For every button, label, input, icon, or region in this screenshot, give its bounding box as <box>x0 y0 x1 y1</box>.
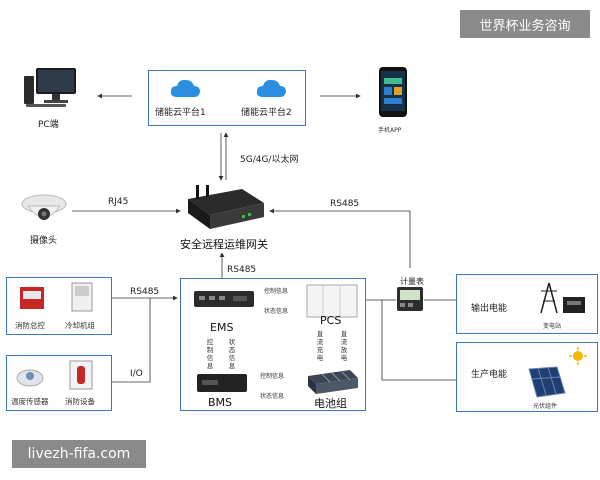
battery-label: 电池组 <box>314 395 347 411</box>
rs485-top-label: RS485 <box>330 199 359 209</box>
bms-device-icon <box>196 372 248 394</box>
cooling-unit-label: 冷却机组 <box>65 320 95 331</box>
cloud-icon-2 <box>255 77 287 99</box>
bms-battery-control-label: 控制信息 <box>260 371 284 380</box>
pc-icon <box>22 66 78 108</box>
substation-icon <box>537 281 587 315</box>
pc-label: PC端 <box>38 117 59 130</box>
fire-control-box: 消防总控 冷却机组 <box>6 277 112 335</box>
solar-panel-icon <box>527 365 567 399</box>
ems-bms-control-label: 控制信息 <box>206 338 214 370</box>
produce-energy-label: 生产电能 <box>471 367 507 380</box>
phone-icon <box>378 66 408 118</box>
io-label: I/O <box>130 369 143 379</box>
phone-label: 手机APP <box>378 125 401 134</box>
rs485-left-label: RS485 <box>130 287 159 297</box>
fire-equipment-label: 消防设备 <box>65 396 95 407</box>
gateway-label: 安全远程运维网关 <box>180 236 268 252</box>
bms-battery-status-label: 状态信息 <box>260 391 284 400</box>
substation-label: 变电站 <box>543 321 561 330</box>
camera-icon <box>20 192 68 228</box>
battery-pack-icon <box>304 368 360 396</box>
top-watermark-badge: 世界杯业务咨询 <box>460 10 590 38</box>
cloud-platform-1-label: 储能云平台1 <box>155 105 206 118</box>
fire-control-label: 消防总控 <box>15 320 45 331</box>
ems-pcs-control-label: 控制信息 <box>264 286 288 295</box>
cloud-platform-box: 储能云平台1 储能云平台2 <box>148 70 306 126</box>
ems-device-icon <box>193 288 255 310</box>
output-energy-label: 输出电能 <box>471 301 507 314</box>
cloud-icon-1 <box>169 77 201 99</box>
bottom-watermark-badge: livezh-fifa.com <box>12 440 146 468</box>
rj45-label: RJ45 <box>108 197 128 207</box>
ems-bms-status-label: 状态信息 <box>228 338 236 370</box>
produce-energy-box: 生产电能 光伏组件 <box>456 342 598 412</box>
bms-label: BMS <box>208 396 232 409</box>
gateway-icon <box>182 185 268 233</box>
ems-label: EMS <box>210 321 233 334</box>
cloud-platform-2-label: 储能云平台2 <box>241 105 292 118</box>
pcs-device-icon <box>306 284 358 318</box>
pcs-label: PCS <box>320 314 341 327</box>
meter-icon <box>396 286 424 312</box>
solar-panel-label: 光伏组件 <box>533 401 557 410</box>
temperature-sensor-icon <box>15 364 45 388</box>
dc-discharge-label: 直流放电 <box>340 330 348 362</box>
fire-control-icon <box>19 286 45 310</box>
dc-charge-label: 直流充电 <box>316 330 324 362</box>
temperature-sensor-label: 温度传感器 <box>11 396 49 407</box>
ems-pcs-status-label: 状态信息 <box>264 306 288 315</box>
camera-label: 摄像头 <box>30 233 57 246</box>
cooling-unit-icon <box>71 282 93 312</box>
output-energy-box: 输出电能 变电站 <box>456 274 598 334</box>
rs485-mid-label: RS485 <box>227 265 256 275</box>
sensor-box: 温度传感器 消防设备 <box>6 355 112 411</box>
network-label: 5G/4G/以太网 <box>240 152 298 165</box>
fire-equipment-icon <box>69 360 93 390</box>
sun-icon <box>569 347 587 365</box>
